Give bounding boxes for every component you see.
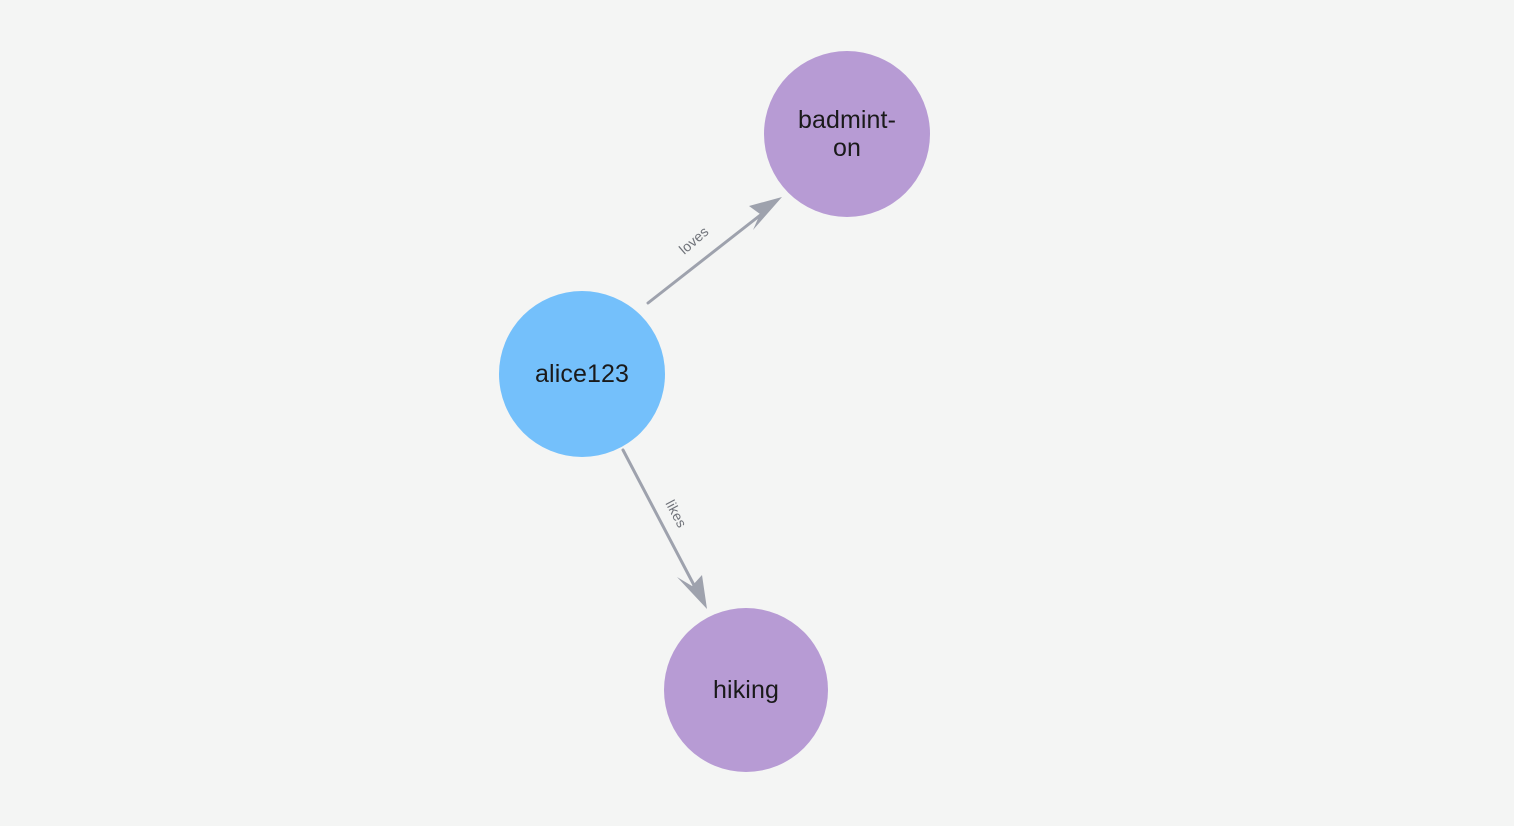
node-label-hiking: hiking bbox=[713, 676, 779, 704]
edge-alice123-likes-hiking[interactable]: likes bbox=[621, 448, 707, 609]
graph-node-alice123[interactable]: alice123 bbox=[499, 291, 665, 457]
edge-alice123-loves-badminton[interactable]: loves bbox=[646, 197, 782, 305]
edge-line-likes[interactable] bbox=[621, 448, 698, 591]
graph-node-badminton[interactable]: badmint- on bbox=[764, 51, 930, 217]
node-label-badminton: badmint- on bbox=[797, 106, 897, 162]
edge-label-likes: likes bbox=[663, 497, 691, 530]
edge-arrowhead-likes bbox=[677, 575, 707, 609]
node-label-alice123: alice123 bbox=[535, 360, 629, 388]
edge-arrowhead-loves bbox=[749, 197, 782, 230]
graph-node-hiking[interactable]: hiking bbox=[664, 608, 828, 772]
edge-label-loves: loves bbox=[676, 223, 712, 257]
edge-line-loves[interactable] bbox=[646, 211, 765, 305]
